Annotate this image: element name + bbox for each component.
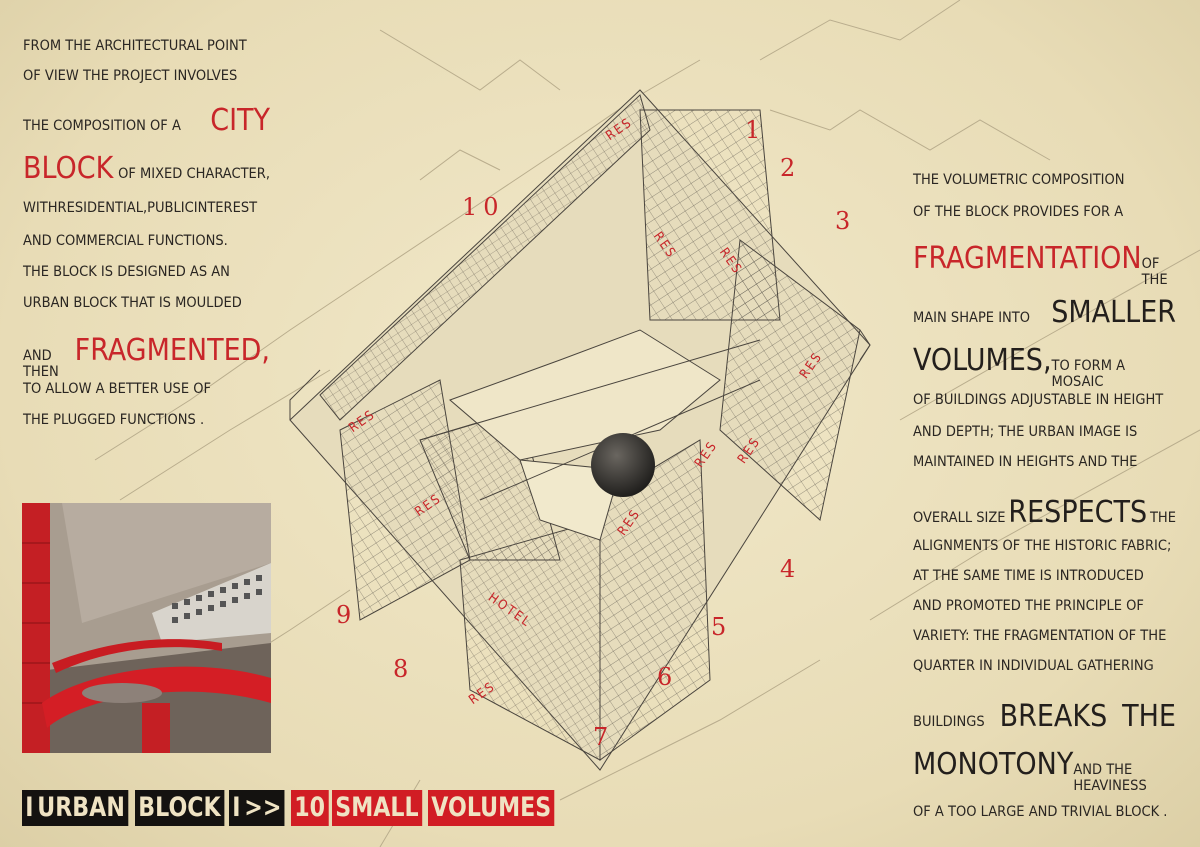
text: the plugged functions . (23, 412, 205, 428)
text-line: the composition of a CITY (23, 106, 270, 136)
text-line: quarter in individual gathering (913, 658, 1176, 674)
text-line: FRAGMENTATIONof the (913, 241, 1176, 289)
volume-number: 2 (780, 154, 796, 182)
text: and the heaviness (1073, 762, 1147, 794)
text-line: and commercial functions. (23, 233, 270, 249)
highlight-word: SMALLER (1051, 295, 1176, 330)
interior-render-image (22, 503, 271, 753)
highlight-word: BLOCK (23, 151, 114, 186)
volume-number: 4 (780, 555, 796, 583)
text: of the block provides for a (913, 204, 1124, 220)
text: and depth; the urban image is (913, 424, 1138, 440)
sphere-volume (591, 433, 655, 497)
text-line: BLOCKof mixed character, (23, 154, 270, 184)
text: of buildings adjustable in height (913, 392, 1164, 408)
text-line: overall sizeRESPECTSthe (913, 498, 1176, 528)
text: the volumetric composition (913, 172, 1125, 188)
text-line: and depth; the urban image is (913, 424, 1176, 440)
title-banner: I URBAN BLOCK I >> 10 SMALL VOLUMES (22, 790, 582, 826)
text: of the (1141, 256, 1168, 288)
text-line: urban block that is moulded (23, 295, 270, 311)
text: of mixed character, (118, 166, 270, 182)
banner-segment: 10 (290, 790, 329, 826)
text-line: maintained in heights and the (913, 454, 1176, 470)
banner-segment: I (22, 790, 37, 826)
text-line: and then FRAGMENTED, (23, 333, 270, 381)
text: of a too large and trivial block . (913, 804, 1168, 820)
text-line: From the architectural point (23, 38, 270, 54)
text-line: of a too large and trivial block . (913, 804, 1176, 820)
volume-number: 8 (393, 655, 409, 683)
text: the (1149, 510, 1176, 526)
text-line: main shape into SMALLER (913, 298, 1176, 328)
text: The block is designed as an (23, 264, 230, 280)
text: alignments of the historic fabric; (913, 538, 1172, 554)
text-line: buildings BREAKS THE (913, 702, 1176, 732)
text-line: of buildings adjustable in height (913, 392, 1176, 408)
text: maintained in heights and the (913, 454, 1138, 470)
text: to allow a better use of (23, 381, 211, 397)
text-line: MONOTONYand the heaviness (913, 747, 1176, 795)
volume-number: 7 (593, 723, 609, 751)
highlight-word: FRAGMENTED, (74, 333, 270, 368)
banner-segment: I (229, 790, 245, 826)
highlight-word: THE (1122, 699, 1176, 734)
text-line: of the block provides for a (913, 204, 1176, 220)
banner-segment: >> (241, 790, 286, 826)
text: the composition of a (23, 118, 181, 134)
block-outline (289, 89, 871, 771)
text-line: and promoted the principle of (913, 598, 1176, 614)
highlight-word: BREAKS (999, 699, 1108, 734)
banner-segment: BLOCK (134, 790, 224, 826)
text-line: the volumetric composition (913, 172, 1176, 188)
text: main shape into (913, 310, 1031, 326)
interior-render (22, 503, 271, 753)
text: variety: the fragmentation of the (913, 628, 1167, 644)
banner-segment: SMALL (332, 790, 423, 826)
text: quarter in individual gathering (913, 658, 1154, 674)
text-line: variety: the fragmentation of the (913, 628, 1176, 644)
text-line: to allow a better use of (23, 381, 270, 397)
highlight-word: VOLUMES, (913, 343, 1052, 378)
text: and promoted the principle of (913, 598, 1144, 614)
text-line: withresidential,publicinterest (23, 200, 270, 216)
volume-number: 9 (336, 601, 352, 629)
text-line: of view the project involves (23, 68, 270, 84)
text-line: The block is designed as an (23, 264, 270, 280)
text: overall size (913, 510, 1006, 526)
text-line: alignments of the historic fabric; (913, 538, 1176, 554)
text: buildings (913, 714, 985, 730)
text: at the same time is introduced (913, 568, 1144, 584)
text-line: at the same time is introduced (913, 568, 1176, 584)
volume-number: 3 (835, 207, 851, 235)
text: urban block that is moulded (23, 295, 242, 311)
text-line: VOLUMES,to form a mosaic (913, 343, 1176, 391)
text: to form a mosaic (1051, 358, 1126, 390)
banner-segment: URBAN (34, 790, 129, 826)
volume-number: 1 (745, 116, 761, 144)
volume-number: 6 (657, 663, 673, 691)
text-line: the plugged functions . (23, 412, 270, 428)
highlight-word: MONOTONY (913, 747, 1074, 782)
volume-number: 5 (711, 613, 727, 641)
highlight-word: FRAGMENTATION (913, 241, 1142, 276)
text: and commercial functions. (23, 233, 228, 249)
text: and then (23, 348, 59, 380)
highlight-word: RESPECTS (1008, 495, 1148, 530)
text: From the architectural point (23, 38, 247, 54)
highlight-word: CITY (210, 103, 270, 138)
text: of view the project involves (23, 68, 238, 84)
banner-segment: VOLUMES (427, 790, 555, 826)
volume-number: 10 (462, 193, 505, 221)
text: withresidential,publicinterest (23, 200, 258, 216)
